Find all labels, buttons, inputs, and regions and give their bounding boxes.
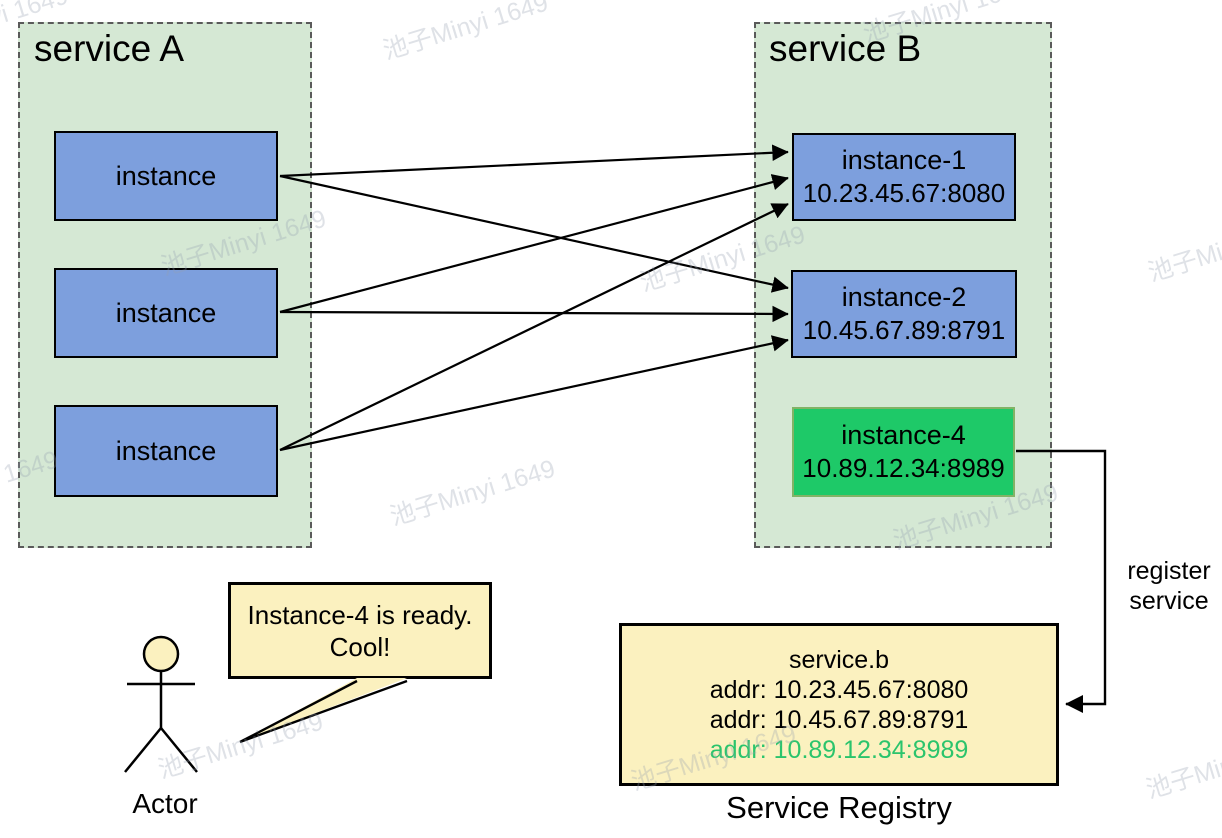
arrow-a3-b1 — [279, 203, 789, 451]
watermark: 池子Minyi 1649 — [386, 454, 559, 532]
arrow-a1-b1 — [279, 144, 789, 178]
watermark: 池子Minyi 1649 — [379, 0, 552, 66]
service-b-instance-1: instance-1 10.23.45.67:8080 — [792, 133, 1016, 221]
service-a-instance-2: instance — [54, 268, 278, 358]
watermark: 池子Minyi 1649 — [1142, 728, 1222, 805]
arrow-a2-b1 — [279, 174, 789, 314]
service-registry-caption: Service Registry — [726, 790, 952, 825]
registry-service-name: service.b — [788, 645, 890, 674]
watermark: 池子Minyi 1649 — [1144, 211, 1222, 288]
service-a-instance-3: instance — [54, 405, 278, 497]
actor-legs — [124, 727, 198, 773]
instance-name: instance-1 — [841, 145, 967, 175]
instance-name: instance-4 — [841, 420, 966, 450]
service-registry-box: service.b addr: 10.23.45.67:8080 addr: 1… — [619, 623, 1059, 786]
actor-label: Actor — [132, 788, 198, 819]
instance-addr: 10.89.12.34:8989 — [802, 453, 1005, 483]
register-service-label: register service — [1116, 556, 1222, 616]
actor-head — [142, 635, 180, 673]
instance-label: instance — [115, 160, 217, 191]
register-service-line-1: register — [1127, 557, 1211, 585]
lb-arrows — [279, 144, 789, 452]
arrow-a1-b2 — [279, 174, 789, 293]
service-b-title: service B — [769, 28, 922, 69]
speech-bubble: Instance-4 is ready. Cool! — [228, 582, 492, 679]
arrow-a2-b2 — [279, 305, 789, 323]
watermark: 池子Minyi 1649 — [154, 707, 327, 785]
instance-addr: 10.45.67.89:8791 — [802, 315, 1006, 345]
instance-name: instance-2 — [841, 282, 967, 312]
speech-line-2: Cool! — [329, 631, 391, 662]
instance-label: instance — [115, 435, 217, 466]
registry-addr-2: addr: 10.45.67.89:8791 — [709, 705, 969, 734]
instance-label: instance — [115, 297, 217, 328]
actor-figure — [124, 635, 198, 773]
service-b-instance-4: instance-4 10.89.12.34:8989 — [792, 407, 1015, 497]
arrow-a3-b2 — [279, 335, 789, 452]
speech-bubble-tail — [239, 678, 408, 744]
service-a-title: service A — [34, 28, 185, 69]
speech-line-1: Instance-4 is ready. — [247, 599, 473, 630]
register-service-line-2: service — [1129, 587, 1209, 615]
service-b-instance-2: instance-2 10.45.67.89:8791 — [791, 270, 1017, 358]
service-a-instance-1: instance — [54, 131, 278, 221]
registry-addr-3-new: addr: 10.89.12.34:8989 — [709, 735, 969, 764]
registry-addr-1: addr: 10.23.45.67:8080 — [709, 675, 969, 704]
instance-addr: 10.23.45.67:8080 — [802, 178, 1006, 208]
